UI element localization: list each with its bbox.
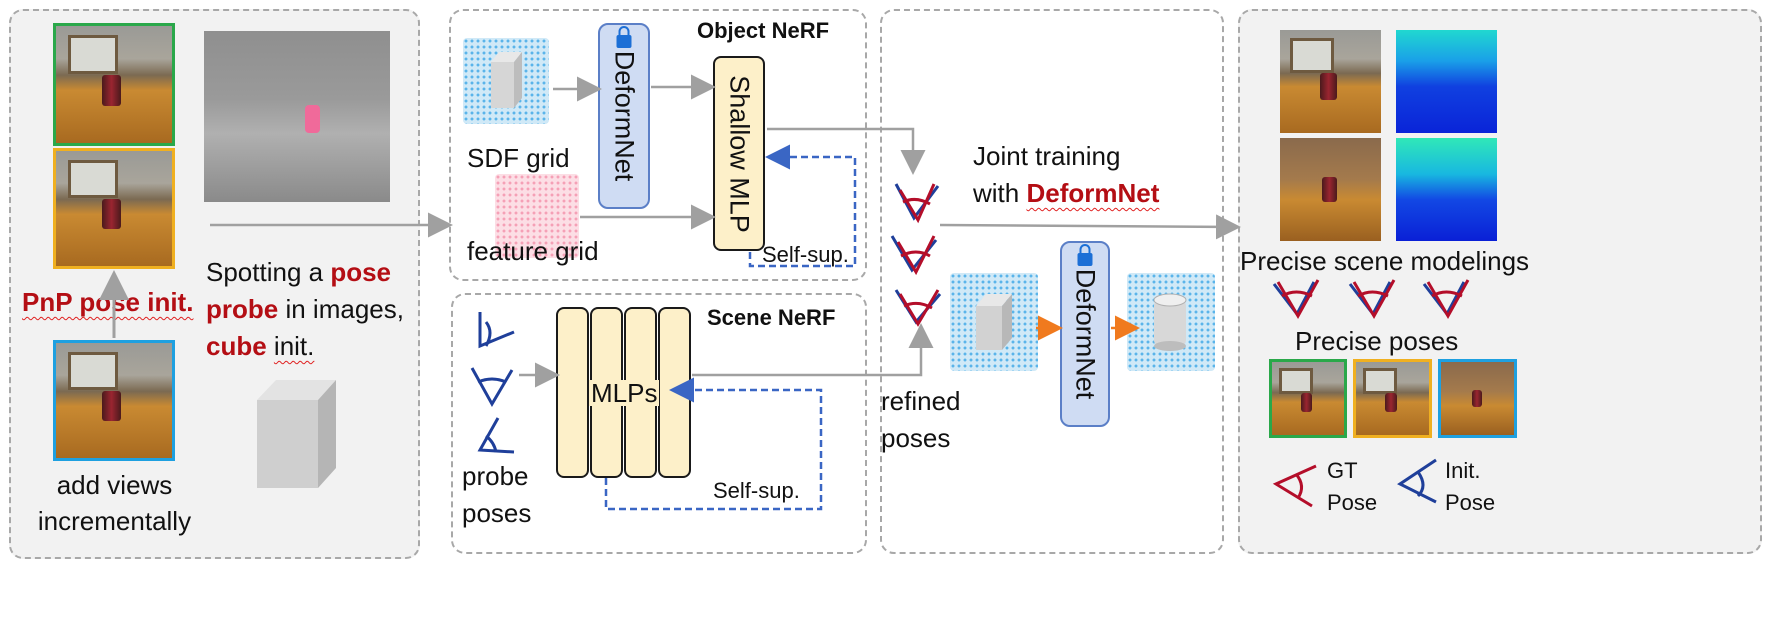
joint-training-text: Joint training with DeformNet bbox=[973, 141, 1160, 208]
scene-nerf-title: Scene NeRF bbox=[707, 305, 836, 330]
init-pose-icon bbox=[1397, 458, 1437, 504]
self-sup-label-scene: Self-sup. bbox=[713, 478, 800, 503]
render-image bbox=[204, 31, 390, 202]
joint-cube bbox=[976, 294, 1012, 350]
result-depth-1 bbox=[1396, 30, 1497, 133]
refined-pose-icons bbox=[890, 183, 942, 327]
result-view-yellow bbox=[1353, 359, 1432, 438]
cube-init bbox=[257, 380, 336, 488]
mlp-column-1 bbox=[556, 307, 589, 478]
mlps-label: MLPs bbox=[589, 378, 660, 408]
self-sup-label-object: Self-sup. bbox=[762, 242, 849, 267]
gt-pose-icon bbox=[1272, 464, 1317, 508]
scene-modelings-label: Precise scene modelings bbox=[1240, 246, 1530, 276]
spotting-text: Spotting a pose probe in images, cube in… bbox=[206, 257, 404, 361]
object-nerf-title: Object NeRF bbox=[697, 18, 830, 43]
view-image-yellow bbox=[53, 148, 175, 269]
sdf-cube bbox=[491, 52, 522, 108]
joint-can bbox=[1153, 293, 1187, 351]
deformnet-object: DeformNet bbox=[598, 23, 650, 209]
panel-joint-training bbox=[880, 9, 1224, 554]
precise-poses-label: Precise poses bbox=[1295, 326, 1459, 356]
feature-grid bbox=[495, 174, 579, 258]
lock-icon bbox=[616, 26, 632, 48]
panel-object-nerf bbox=[449, 9, 867, 281]
panel-scene-nerf bbox=[451, 293, 867, 554]
refined-poses-label: refined poses bbox=[881, 386, 961, 453]
shallow-mlp: Shallow MLP bbox=[713, 56, 765, 251]
deformnet-joint: DeformNet bbox=[1060, 241, 1110, 427]
result-rgb-1 bbox=[1280, 30, 1381, 133]
view-image-blue bbox=[53, 340, 175, 461]
result-depth-2 bbox=[1396, 138, 1497, 241]
precise-pose-icons bbox=[1272, 279, 1470, 320]
result-rgb-2 bbox=[1280, 138, 1381, 241]
lock-icon-joint bbox=[1077, 244, 1093, 266]
view-image-green bbox=[53, 23, 175, 146]
rendered-can bbox=[305, 105, 320, 133]
feature-grid-label: feature grid bbox=[467, 236, 599, 266]
gt-pose-label: GT Pose bbox=[1327, 458, 1378, 515]
result-view-blue bbox=[1438, 359, 1517, 438]
probe-poses-label: probe poses bbox=[462, 461, 532, 528]
init-pose-label: Init. Pose bbox=[1445, 458, 1496, 515]
result-view-green bbox=[1269, 359, 1347, 438]
sdf-grid-label: SDF grid bbox=[467, 143, 570, 173]
probe-pose-icons bbox=[470, 312, 515, 454]
add-views-label: add views incrementally bbox=[37, 470, 192, 536]
